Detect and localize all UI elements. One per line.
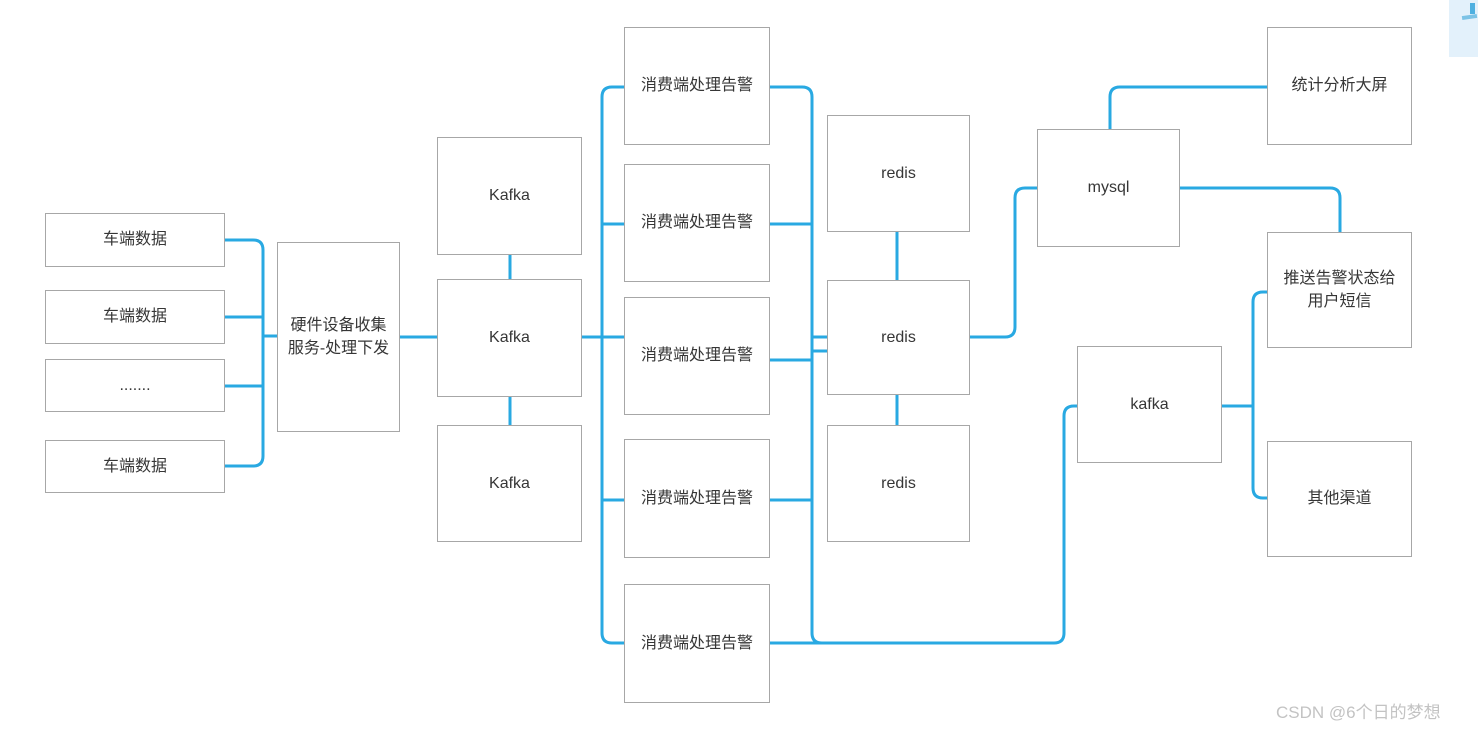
node-label: 车端数据 [102,457,167,475]
csdn-watermark: CSDN @6个日的梦想 [1276,703,1441,722]
node-vehicle-data-1: 车端数据 [45,213,225,267]
node-consumer-alert-4: 消费端处理告警 [624,439,770,558]
node-label: 统计分析大屏 [1291,77,1388,95]
panel-tool-icon [1461,13,1478,21]
node-label: 推送告警状态给用户短信 [1283,269,1396,310]
node-vehicle-ellipsis: ....... [45,359,225,412]
node-label: redis [881,164,916,182]
node-label: redis [881,328,916,346]
side-panel-fragment[interactable] [1449,0,1478,57]
edge-consumer5-to-kafkaout [768,404,1080,645]
node-label: ....... [119,376,151,394]
node-consumer-alert-1: 消费端处理告警 [624,27,770,145]
node-hardware-collector-service: 硬件设备收集服务-处理下发 [277,242,400,432]
node-label: 消费端处理告警 [640,489,753,507]
node-label: mysql [1087,179,1130,197]
node-label: 消费端处理告警 [640,634,753,652]
node-vehicle-data-3: 车端数据 [45,440,225,493]
node-sms-push: 推送告警状态给用户短信 [1267,232,1412,348]
node-label: Kafka [489,329,530,347]
node-label: Kafka [489,474,530,492]
node-label: 消费端处理告警 [640,77,753,95]
edge-redis2-to-mysql [968,186,1039,339]
edge-vehicle1-to-vehicle3-trunk [223,238,265,468]
edge-mysql-to-screen [1108,85,1269,131]
node-label: 其他渠道 [1307,490,1372,508]
node-kafka-3: Kafka [437,425,582,542]
node-label: 硬件设备收集服务-处理下发 [287,316,390,357]
node-redis-3: redis [827,425,970,542]
edge-consumer-out-trunk [768,85,824,645]
node-kafka-2: Kafka [437,279,582,397]
node-label: redis [881,474,916,492]
node-consumer-alert-3: 消费端处理告警 [624,297,770,415]
node-label: kafka [1130,395,1169,413]
node-kafka-out: kafka [1077,346,1222,463]
node-analytics-screen: 统计分析大屏 [1267,27,1412,145]
node-label: 车端数据 [102,231,167,249]
node-mysql: mysql [1037,129,1180,247]
node-label: Kafka [489,187,530,205]
edge-consumer-in-trunk [600,85,626,645]
node-redis-1: redis [827,115,970,232]
panel-tool-icon [1470,3,1475,14]
node-label: 车端数据 [102,308,167,326]
node-consumer-alert-5: 消费端处理告警 [624,584,770,703]
node-label: 消费端处理告警 [640,214,753,232]
node-other-channels: 其他渠道 [1267,441,1412,557]
node-vehicle-data-2: 车端数据 [45,290,225,344]
node-consumer-alert-2: 消费端处理告警 [624,164,770,282]
node-kafka-1: Kafka [437,137,582,255]
edge-mysql-to-sms [1178,186,1342,234]
node-redis-2: redis [827,280,970,395]
node-label: 消费端处理告警 [640,347,753,365]
edge-channel-trunk [1251,290,1269,500]
